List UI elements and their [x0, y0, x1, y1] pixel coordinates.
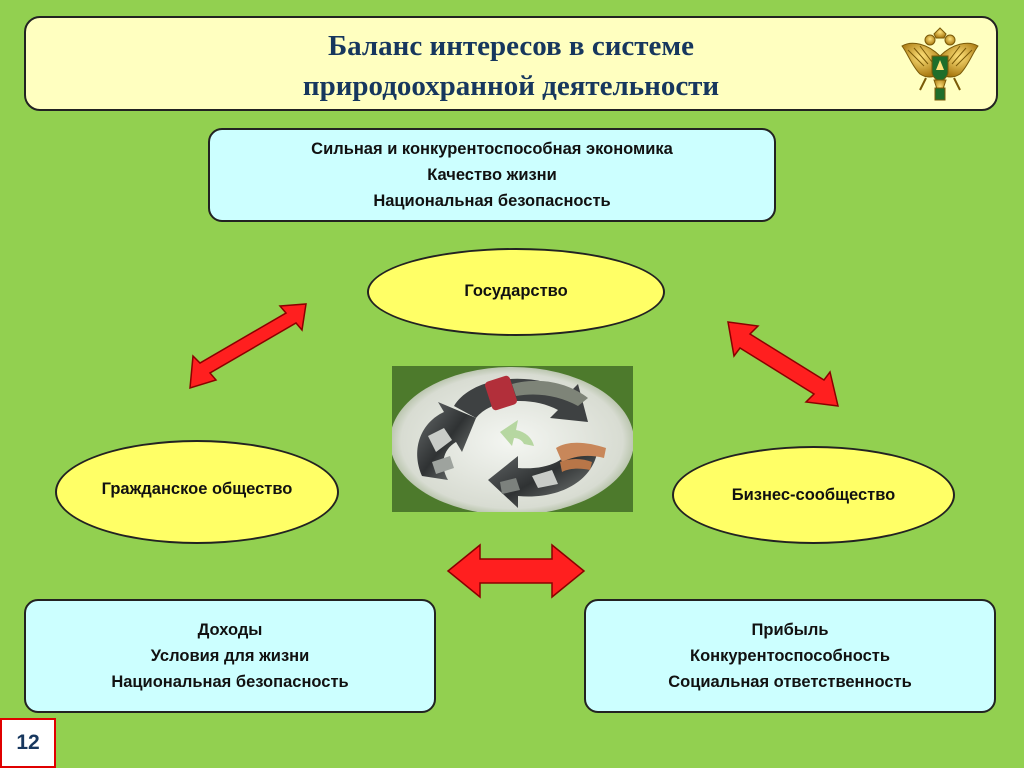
box-left-line-3: Национальная безопасность: [111, 673, 349, 691]
box-right-line-1: Прибыль: [751, 621, 829, 639]
box-top-line-2: Качество жизни: [427, 166, 557, 184]
box-top-line-3: Национальная безопасность: [373, 192, 611, 210]
box-top-line-1: Сильная и конкурентоспособная экономика: [311, 140, 673, 158]
recycling-photo-collage-icon: [392, 366, 633, 512]
title-line-2: природоохранной деятельности: [302, 70, 720, 102]
double-headed-eagle-emblem-icon: [901, 27, 979, 101]
business-interests-box: Прибыль Конкурентоспособность Социальная…: [584, 599, 996, 713]
state-business-double-arrow-icon: [727, 321, 839, 407]
box-left-line-2: Условия для жизни: [150, 647, 310, 665]
civil-society-interests-box: Доходы Условия для жизни Национальная бе…: [24, 599, 436, 713]
slide-number: 12: [0, 718, 56, 768]
box-left-line-1: Доходы: [197, 621, 263, 639]
civil-state-double-arrow-icon: [189, 303, 307, 390]
box-right-line-3: Социальная ответственность: [668, 673, 912, 691]
title-line-1: Баланс интересов в системе: [327, 30, 695, 62]
civil-society-node: Гражданское общество: [55, 440, 339, 544]
state-node: Государство: [367, 248, 665, 336]
civil-business-double-arrow-icon: [446, 543, 586, 599]
title-banner: Баланс интересов в системе природоохранн…: [24, 16, 998, 111]
national-interests-box: Сильная и конкурентоспособная экономика …: [208, 128, 776, 222]
box-right-line-2: Конкурентоспособность: [690, 647, 890, 665]
business-node: Бизнес-сообщество: [672, 446, 955, 544]
